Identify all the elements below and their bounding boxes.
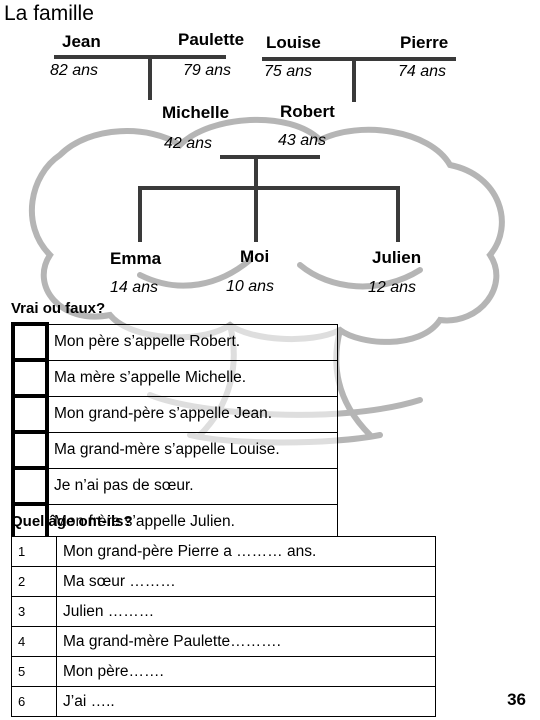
question-text[interactable]: Ma grand-mère Paulette………. bbox=[56, 626, 436, 657]
tree-age-pierre: 74 ans bbox=[398, 63, 447, 80]
tree-name-louise: Louise bbox=[266, 33, 321, 52]
page-title: La famille bbox=[4, 2, 94, 25]
vrai-faux-heading: Vrai ou faux? bbox=[11, 300, 106, 317]
answer-box[interactable] bbox=[11, 430, 49, 470]
statement: Mon grand-père s’appelle Jean. bbox=[46, 395, 338, 433]
tree-line-drop-left bbox=[148, 55, 152, 100]
tree-age-michelle: 42 ans bbox=[164, 135, 213, 152]
tree-line-child-julien bbox=[396, 186, 400, 242]
answer-box[interactable] bbox=[11, 502, 49, 542]
tree-age-jean: 82 ans bbox=[50, 62, 99, 79]
tree-line-grandparents-right bbox=[262, 57, 456, 61]
question-text[interactable]: Ma sœur ……… bbox=[56, 566, 436, 597]
tree-name-julien: Julien bbox=[372, 248, 422, 267]
statement: Mon frère s’appelle Julien. bbox=[46, 503, 338, 541]
question-text[interactable]: J’ai ….. bbox=[56, 686, 436, 717]
question-number: 4 bbox=[11, 626, 57, 657]
vrai-faux-row: Je n’ai pas de sœur. bbox=[11, 466, 338, 506]
question-number: 5 bbox=[11, 656, 57, 687]
tree-age-julien: 12 ans bbox=[368, 279, 417, 296]
tree-age-louise: 75 ans bbox=[264, 63, 313, 80]
tree-line-parents bbox=[220, 155, 320, 159]
statement: Ma mère s’appelle Michelle. bbox=[46, 359, 338, 397]
tree-age-paulette: 79 ans bbox=[183, 62, 232, 79]
vrai-faux-row: Ma grand-mère s’appelle Louise. bbox=[11, 430, 338, 470]
answer-box[interactable] bbox=[11, 394, 49, 434]
answer-box[interactable] bbox=[11, 358, 49, 398]
tree-name-robert: Robert bbox=[280, 102, 335, 121]
vrai-faux-row: Mon père s’appelle Robert. bbox=[11, 322, 338, 362]
tree-age-robert: 43 ans bbox=[278, 132, 327, 149]
answer-box[interactable] bbox=[11, 322, 49, 362]
tree-line-child-emma bbox=[138, 186, 142, 242]
statement: Ma grand-mère s’appelle Louise. bbox=[46, 431, 338, 469]
tree-line-child-moi bbox=[254, 186, 258, 242]
statement: Je n’ai pas de sœur. bbox=[46, 467, 338, 505]
tree-name-jean: Jean bbox=[62, 32, 101, 51]
tree-line-children bbox=[138, 186, 400, 190]
tree-name-pierre: Pierre bbox=[400, 33, 449, 52]
answer-box[interactable] bbox=[11, 466, 49, 506]
tree-name-michelle: Michelle bbox=[162, 103, 230, 122]
vrai-faux-row: Ma mère s’appelle Michelle. bbox=[11, 358, 338, 398]
vrai-faux-row: Mon grand-père s’appelle Jean. bbox=[11, 394, 338, 434]
question-number: 6 bbox=[11, 686, 57, 717]
question-text[interactable]: Julien ……… bbox=[56, 596, 436, 627]
question-text[interactable]: Mon grand-père Pierre a ……… ans. bbox=[56, 536, 436, 567]
statement: Mon père s’appelle Robert. bbox=[46, 323, 338, 361]
tree-name-emma: Emma bbox=[110, 249, 162, 268]
tree-line-drop-right bbox=[352, 57, 356, 102]
question-number: 1 bbox=[11, 536, 57, 567]
question-text[interactable]: Mon père……. bbox=[56, 656, 436, 687]
question-number: 2 bbox=[11, 566, 57, 597]
tree-age-moi: 10 ans bbox=[226, 278, 275, 295]
question-number: 3 bbox=[11, 596, 57, 627]
vrai-faux-row: Mon frère s’appelle Julien. bbox=[11, 502, 338, 542]
page-number: 36 bbox=[507, 690, 526, 709]
vrai-faux-table: Mon père s’appelle Robert. Ma mère s’app… bbox=[11, 322, 338, 542]
tree-age-emma: 14 ans bbox=[110, 279, 159, 296]
tree-line-parents-drop bbox=[254, 155, 258, 188]
tree-name-paulette: Paulette bbox=[178, 30, 245, 49]
quel-age-heading: Quel âge ont-ils? bbox=[11, 513, 133, 530]
tree-name-moi: Moi bbox=[240, 247, 270, 266]
tree-line-grandparents-left bbox=[54, 55, 226, 59]
